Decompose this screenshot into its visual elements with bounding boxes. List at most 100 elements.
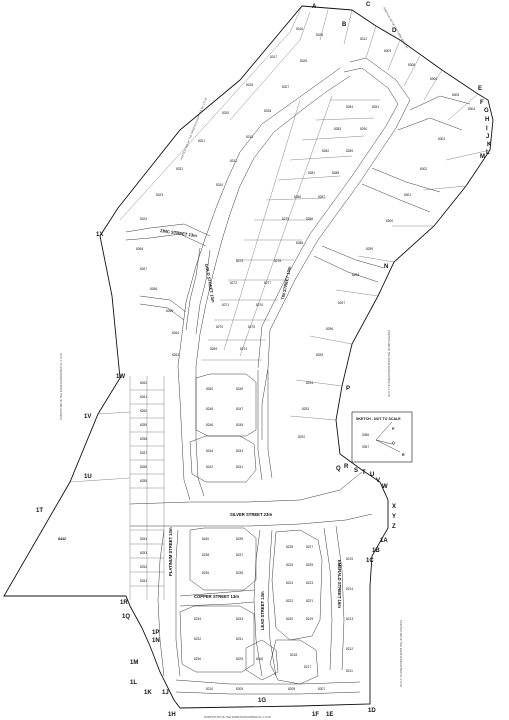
beacon-1V: 1V xyxy=(84,414,91,420)
key-map-erf: 5356 xyxy=(362,433,369,437)
erf-number: 8303 xyxy=(438,137,445,141)
road-edge xyxy=(125,233,207,247)
erf-number: 8261 xyxy=(140,395,147,399)
tin-street-label: TIN STREET 13m xyxy=(280,266,292,301)
road-edge xyxy=(177,67,341,367)
erf-number: 8256 xyxy=(140,465,147,469)
beacon-M: M xyxy=(480,154,485,160)
portion-label: PORTION 368 OF THE FARM ROOIKOPPIES No. … xyxy=(387,330,391,397)
block-outline xyxy=(195,373,257,437)
erf-number: 8287 xyxy=(318,195,325,199)
street-labels: ZINC STREET 13m GOLD STREET 13m SILVER S… xyxy=(160,228,342,630)
road-edge xyxy=(185,247,201,331)
road-edge xyxy=(179,601,255,607)
erf-number: 8288 xyxy=(332,171,339,175)
portion-label: PORTION 367 OF THE FARM 202/23 IR xyxy=(382,7,409,50)
erf-number: 8300 xyxy=(386,219,393,223)
erf-number: 8218 xyxy=(290,653,297,657)
beacon-1G: 1G xyxy=(258,698,266,704)
erf-number: 8244 xyxy=(206,449,213,453)
erf-number: 8251 xyxy=(140,579,147,583)
erf-number: 8265 xyxy=(166,309,173,313)
erf-number: 8254 xyxy=(140,537,147,541)
road-edge xyxy=(130,513,373,527)
erf-number: 8313 xyxy=(246,135,253,139)
erf-number: 8325 xyxy=(316,33,323,37)
west-parcel xyxy=(69,411,131,483)
erf-number: 8271 xyxy=(222,303,229,307)
beacon-1W: 1W xyxy=(116,374,125,380)
erf-number: 8247 xyxy=(236,407,243,411)
erf-number: 8223 xyxy=(306,581,313,585)
block-outline xyxy=(189,435,257,483)
township-boundary xyxy=(3,5,494,709)
road-edge xyxy=(397,117,463,131)
erf-number: 8297 xyxy=(338,301,345,305)
erf-number: 8304 xyxy=(468,107,475,111)
erf-number: 8236 xyxy=(202,571,209,575)
road-edge xyxy=(335,525,345,671)
road-edge xyxy=(267,529,277,677)
erf-number: 8210 xyxy=(206,687,213,691)
erf-number: 8238 xyxy=(202,553,209,557)
erf-number: 8285 xyxy=(296,241,303,245)
erf-number: 8250 xyxy=(206,387,213,391)
erf-number: 8262 xyxy=(140,381,147,385)
beacon-1F: 1F xyxy=(312,712,319,718)
erf-number: 8229 xyxy=(236,657,243,661)
erf-number: 8264 xyxy=(172,331,179,335)
beacon-1B: 1B xyxy=(372,548,380,554)
beacon-1R: 1R xyxy=(120,600,128,606)
erf-number: 8259 xyxy=(140,423,147,427)
beacon-K: K xyxy=(487,142,492,148)
road-edge xyxy=(177,365,191,501)
middle-ribbon-lots xyxy=(202,95,380,361)
erf-number: 8270 xyxy=(216,325,223,329)
erf-number: 8214 xyxy=(346,587,353,591)
block-outline xyxy=(189,527,257,591)
beacon-T: T xyxy=(362,470,366,476)
erf-number: 8232 xyxy=(194,637,201,641)
beacon-I: I xyxy=(486,126,488,132)
erf-number: 8284 xyxy=(346,105,353,109)
erf-8442-label: 8442 xyxy=(58,537,66,541)
erf-number: 8258 xyxy=(140,437,147,441)
erf-number: 8235 xyxy=(236,571,243,575)
erf-number: 8267 xyxy=(140,267,147,271)
erf-number: 8311 xyxy=(230,159,237,163)
road-edge xyxy=(267,370,273,479)
block-outline xyxy=(271,529,323,641)
road-edge xyxy=(129,471,363,505)
key-map-label-P: P xyxy=(392,427,395,431)
beacon-H: H xyxy=(485,117,489,123)
key-map-label-Q: Q xyxy=(392,441,395,445)
erf-number: 8281 xyxy=(308,171,315,175)
road-edge xyxy=(179,589,255,597)
road-edge xyxy=(361,183,431,213)
beacon-1U: 1U xyxy=(84,474,92,480)
erf-number: 8299 xyxy=(366,247,373,251)
erf-number: 8274 xyxy=(240,347,247,351)
erf-number: 8243 xyxy=(236,449,243,453)
erf-number: 8293 xyxy=(302,407,309,411)
block-outline xyxy=(179,605,255,673)
beacon-F: F xyxy=(480,100,484,106)
road-edge xyxy=(409,95,471,111)
erf-number: 8283 xyxy=(334,127,341,131)
erf-number: 8286 xyxy=(306,217,313,221)
erf-number: 8328 xyxy=(264,109,271,113)
erf-number: 8273 xyxy=(236,259,243,263)
beacon-B: B xyxy=(342,22,347,28)
portion-label: PORTION 365 OF THE FARM ROOIKOPPIES No. … xyxy=(179,97,208,161)
erf-number: 8294 xyxy=(306,381,313,385)
beacon-N: N xyxy=(384,264,388,270)
erf-number: 8290 xyxy=(360,127,367,131)
erf-number: 8233 xyxy=(236,617,243,621)
erf-number: 8249 xyxy=(236,387,243,391)
erf-number: 8240 xyxy=(202,537,209,541)
beacon-1K: 1K xyxy=(144,690,152,696)
erf-number: 8211 xyxy=(346,669,353,673)
beacon-S: S xyxy=(354,468,358,474)
road-edge xyxy=(371,167,441,193)
